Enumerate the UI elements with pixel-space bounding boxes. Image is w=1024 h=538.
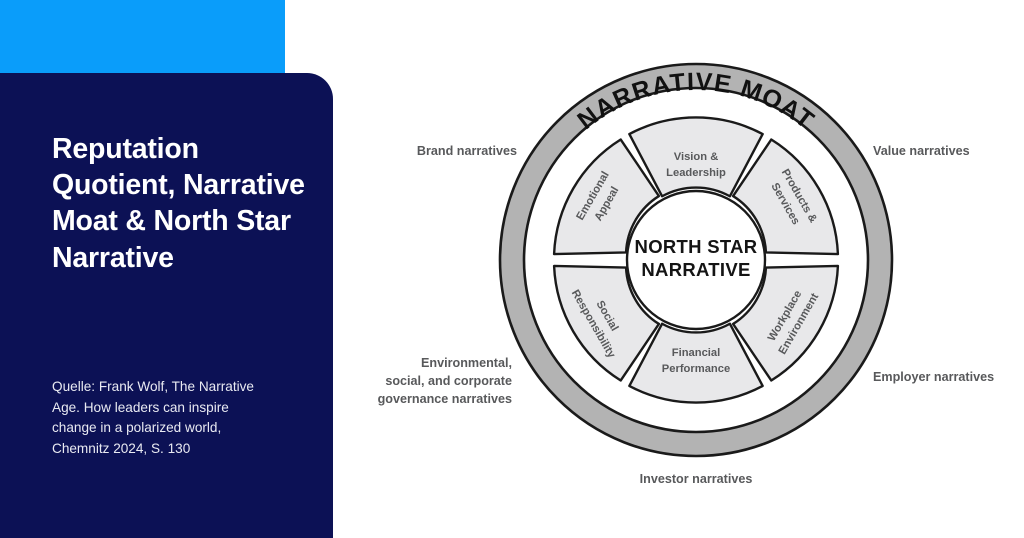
segment-emotional-appeal[interactable]	[552, 138, 661, 256]
segment-vision-leadership[interactable]	[628, 116, 764, 198]
segment-label-financial-performance-line2: Performance	[662, 363, 730, 375]
outer-label-esg-narratives: Environmental, social, and corporate gov…	[378, 356, 512, 406]
outer-label-esg-narratives-line3: governance narratives	[378, 392, 512, 406]
north-star-core: NORTH STAR NARRATIVE	[625, 189, 767, 331]
segment-label-financial-performance: Financial Performance	[662, 347, 730, 375]
segment-social-responsibility[interactable]	[552, 264, 661, 382]
segment-label-vision-leadership-line1: Vision &	[674, 151, 719, 163]
info-card: Reputation Quotient, Narrative Moat & No…	[0, 73, 333, 538]
reputation-quotient-segments	[552, 116, 840, 404]
segment-label-vision-leadership-line2: Leadership	[666, 167, 726, 179]
outer-label-esg-narratives-line1: Environmental,	[421, 356, 512, 370]
core-label-line2: NARRATIVE	[641, 259, 750, 280]
outer-label-investor-narratives: Investor narratives	[640, 472, 753, 486]
outer-label-value-narratives-line1: Value narratives	[873, 144, 970, 158]
source-citation: Quelle: Frank Wolf, The Narrative Age. H…	[52, 379, 254, 456]
segment-workplace-environment[interactable]	[731, 264, 840, 382]
outer-label-value-narratives: Value narratives	[873, 144, 970, 158]
outer-label-employer-narratives: Employer narratives	[873, 370, 994, 384]
outer-label-employer-narratives-line1: Employer narratives	[873, 370, 994, 384]
outer-label-brand-narratives: Brand narratives	[417, 144, 517, 158]
outer-label-investor-narratives-line1: Investor narratives	[640, 472, 753, 486]
segment-label-financial-performance-line1: Financial	[672, 347, 721, 359]
core-label-line1: NORTH STAR	[635, 236, 758, 257]
segment-label-vision-leadership: Vision & Leadership	[666, 151, 726, 179]
segment-financial-performance[interactable]	[628, 322, 764, 404]
page-title: Reputation Quotient, Narrative Moat & No…	[52, 133, 305, 274]
outer-label-esg-narratives-line2: social, and corporate	[385, 374, 512, 388]
narrative-moat-diagram: NARRATIVE MOAT	[345, 0, 1024, 538]
segment-products-services[interactable]	[731, 138, 840, 256]
accent-block	[0, 0, 285, 74]
outer-label-brand-narratives-line1: Brand narratives	[417, 144, 517, 158]
